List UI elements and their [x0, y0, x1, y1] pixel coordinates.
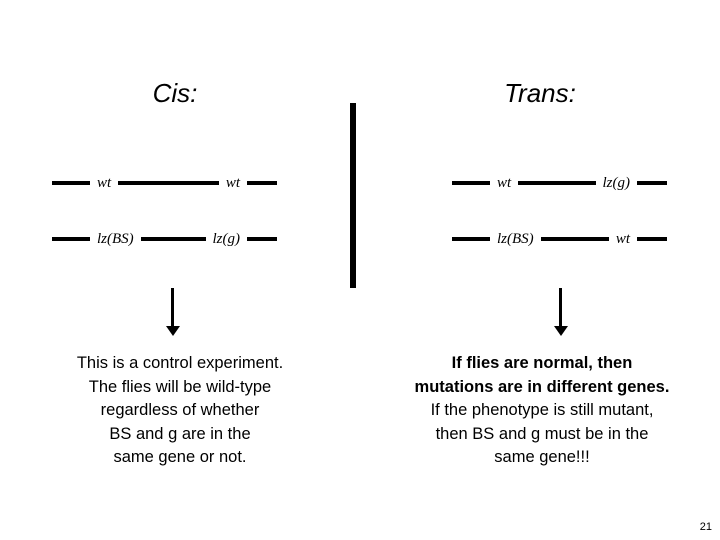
page-number: 21 — [699, 521, 712, 533]
down-arrow-icon-trans — [552, 288, 570, 336]
gene-label: lz(g) — [212, 231, 241, 247]
chromosome-segment — [118, 181, 219, 185]
chromosome-segment — [637, 237, 667, 241]
caption-line: same gene or not. — [113, 448, 247, 466]
chromosome-segment — [247, 181, 277, 185]
arrow-head — [554, 326, 568, 336]
arrow-shaft — [171, 288, 174, 328]
caption-trans: If flies are normal, then mutations are … — [382, 352, 702, 470]
gene-label: lz(BS) — [97, 231, 134, 247]
caption-cis: This is a control experiment. The flies … — [20, 352, 340, 470]
chromosome-segment — [247, 237, 277, 241]
chromosome-cis-row-1: wt wt — [52, 172, 277, 194]
chromosome-segment — [518, 181, 596, 185]
gene-label: lz(g) — [602, 175, 631, 191]
chromosome-cis-row-2: lz(BS) lz(g) — [52, 228, 277, 250]
chromosome-trans-row-2: lz(BS) wt — [452, 228, 667, 250]
caption-line: BS and g are in the — [109, 424, 251, 443]
caption-line: then BS and g must be in the — [435, 424, 649, 443]
chromosome-segment — [52, 181, 90, 185]
chromosome-trans-row-1: wt lz(g) — [452, 172, 667, 194]
caption-line: This is a control experiment. — [76, 354, 284, 372]
arrow-shaft — [559, 288, 562, 328]
gene-label: wt — [97, 175, 112, 191]
column-divider — [350, 103, 356, 288]
caption-line: mutations are in different genes. — [414, 377, 670, 396]
caption-line: The flies will be wild-type — [88, 377, 272, 396]
gene-label: wt — [497, 175, 512, 191]
caption-line: If the phenotype is still mutant, — [430, 401, 654, 419]
chromosome-segment — [540, 237, 609, 241]
down-arrow-icon-cis — [164, 288, 182, 336]
caption-line: same gene!!! — [494, 448, 590, 466]
chromosome-segment — [452, 237, 490, 241]
gene-label: lz(BS) — [497, 231, 534, 247]
chromosome-segment — [140, 237, 206, 241]
gene-label: wt — [615, 231, 630, 247]
chromosome-segment — [452, 181, 490, 185]
column-heading-cis: Cis: — [152, 78, 198, 108]
arrow-head — [166, 326, 180, 336]
chromosome-segment — [52, 237, 90, 241]
caption-line: regardless of whether — [100, 401, 260, 419]
caption-line: If flies are normal, then — [451, 354, 633, 372]
chromosome-segment — [637, 181, 667, 185]
gene-label: wt — [225, 175, 240, 191]
column-heading-trans: Trans: — [504, 78, 576, 108]
